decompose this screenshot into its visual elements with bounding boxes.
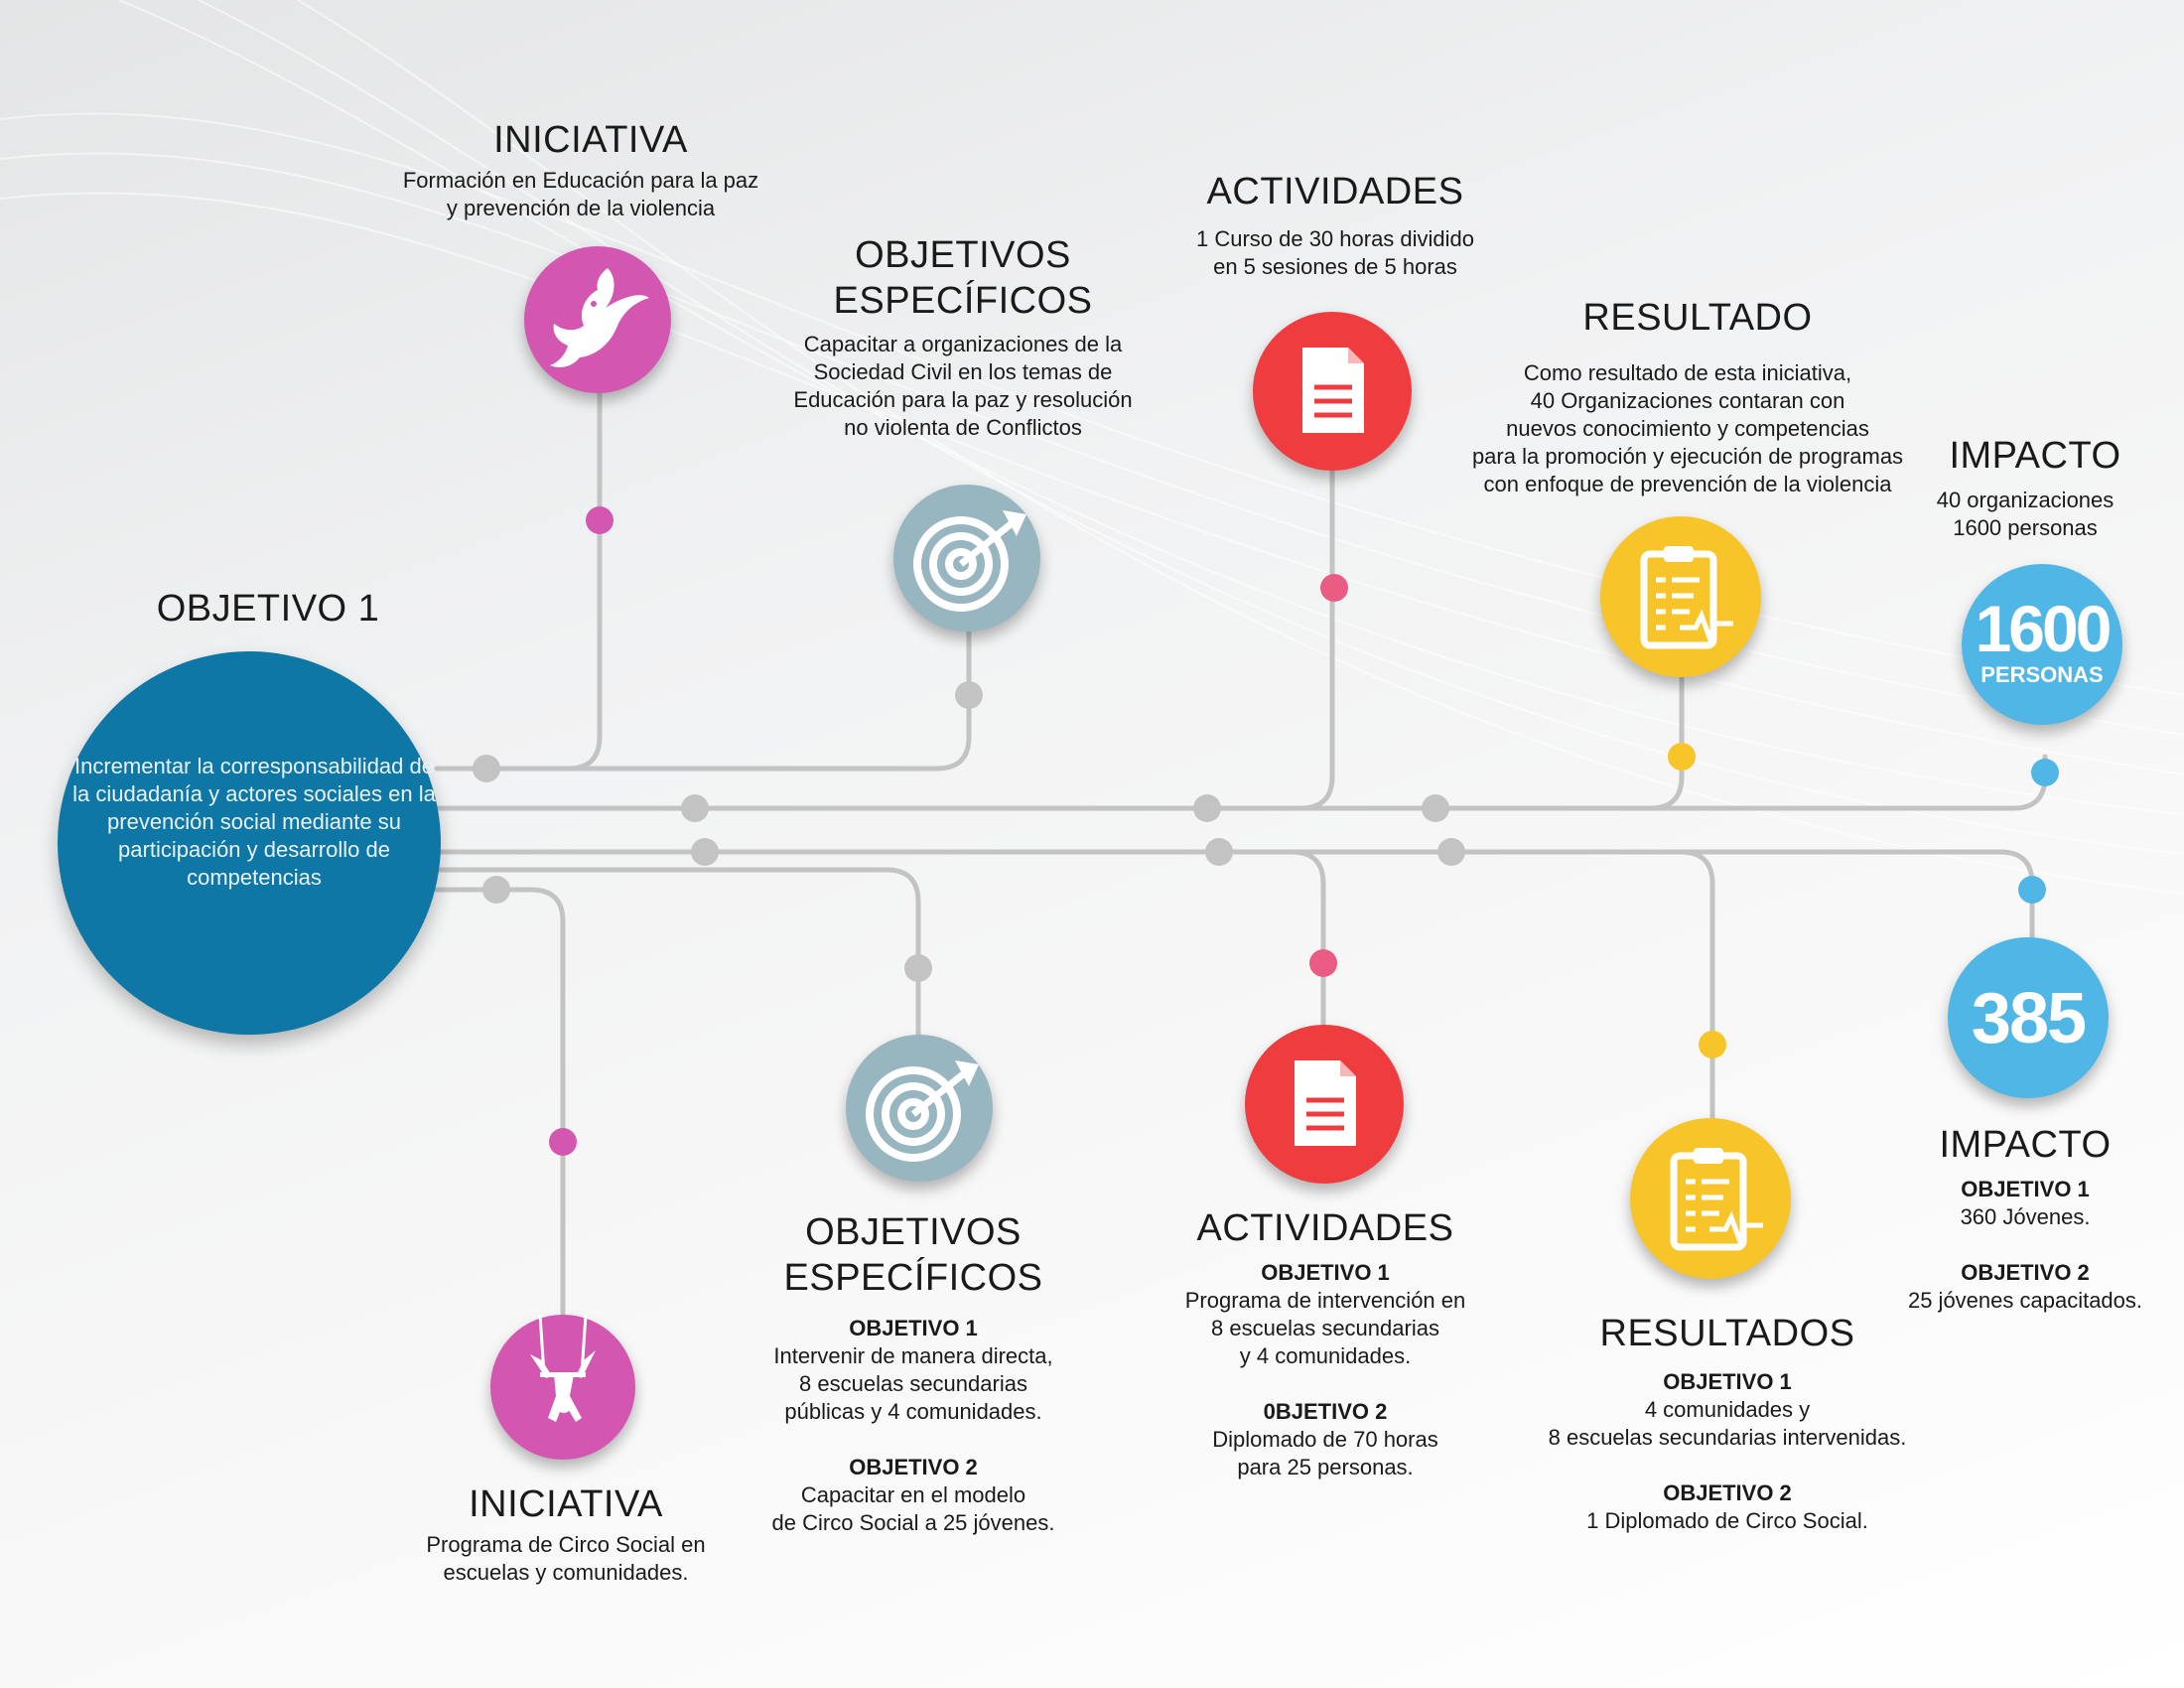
bottom-actividades-text: OBJETIVO 1 Programa de intervención en 8… xyxy=(1184,1260,1466,1479)
dove-icon xyxy=(524,246,671,393)
junction-dot xyxy=(955,681,983,709)
bottom-iniciativa-title: INICIATIVA xyxy=(469,1483,663,1525)
document-icon xyxy=(1253,312,1412,471)
branch-top-objetivos xyxy=(434,621,972,772)
junction-dot xyxy=(482,876,510,904)
top-resultado-title: RESULTADO xyxy=(1582,297,1813,339)
objetivo1-text: Incrementar la corresponsabilidad de la … xyxy=(72,754,436,890)
impact-385-number: 385 xyxy=(1971,979,2087,1058)
aerialist-icon xyxy=(490,1315,635,1460)
junction-dot xyxy=(681,794,709,822)
branch-bottom-resultados xyxy=(1448,849,1715,1125)
target-icon xyxy=(893,485,1040,632)
main-line-lower xyxy=(434,849,2035,944)
node-dot-yellow xyxy=(1699,1031,1726,1058)
impact-1600-number: 1600 xyxy=(1975,592,2113,665)
branch-bottom-iniciativa xyxy=(434,887,566,1320)
main-line-upper xyxy=(434,754,2048,811)
junction-dot xyxy=(691,838,719,866)
clipboard-icon xyxy=(1600,516,1761,677)
branch-top-actividades xyxy=(1204,468,1335,811)
top-actividades-title: ACTIVIDADES xyxy=(1206,171,1464,212)
bottom-impacto-text: OBJETIVO 1 360 Jóvenes. OBJETIVO 2 25 jó… xyxy=(1907,1177,2143,1313)
junction-dot xyxy=(904,954,932,982)
top-impacto-title: IMPACTO xyxy=(1949,435,2121,477)
objetivo1-title: OBJETIVO 1 xyxy=(156,588,380,630)
top-resultado-text: Como resultado de esta iniciativa, 40 Or… xyxy=(1471,360,1904,496)
impact-1600-badge: 1600 PERSONAS xyxy=(1962,564,2122,725)
junction-dot xyxy=(1205,838,1233,866)
bottom-impacto-title: IMPACTO xyxy=(1939,1124,2112,1166)
node-dot-pink xyxy=(1309,949,1337,977)
bottom-objetivos-text: OBJETIVO 1 Intervenir de manera directa,… xyxy=(771,1316,1055,1535)
node-dot-magenta xyxy=(549,1128,577,1156)
branch-top-iniciativa xyxy=(434,366,603,772)
junction-dot xyxy=(473,755,500,782)
bottom-resultados-title: RESULTADOS xyxy=(1599,1313,1855,1354)
junction-dot xyxy=(1193,794,1221,822)
impact-385-badge: 385 xyxy=(1948,937,2109,1098)
target-icon xyxy=(846,1035,993,1182)
junction-dot xyxy=(1437,838,1465,866)
impact-1600-label: PERSONAS xyxy=(1980,662,2104,687)
node-dot-sky xyxy=(2018,876,2046,904)
junction-dot xyxy=(1422,794,1449,822)
top-iniciativa-title: INICIATIVA xyxy=(493,119,688,161)
objetivo1-circle xyxy=(58,651,441,1035)
top-iniciativa-text: Formación en Educación para la paz y pre… xyxy=(402,168,759,220)
bottom-actividades-title: ACTIVIDADES xyxy=(1196,1207,1454,1249)
document-icon xyxy=(1245,1025,1404,1184)
bottom-iniciativa-text: Programa de Circo Social en escuelas y c… xyxy=(426,1532,706,1585)
top-actividades-text: 1 Curso de 30 horas dividido en 5 sesion… xyxy=(1195,226,1475,279)
node-dot-magenta xyxy=(586,506,614,534)
node-dot-sky xyxy=(2031,759,2059,786)
branch-bottom-actividades xyxy=(1216,849,1326,1032)
top-objetivos-text: Capacitar a organizaciones de la Socieda… xyxy=(793,332,1133,440)
top-impacto-text: 40 organizaciones 1600 personas xyxy=(1936,488,2115,540)
branch-bottom-objetivos xyxy=(434,867,921,1040)
clipboard-icon xyxy=(1630,1118,1791,1279)
bottom-resultados-text: OBJETIVO 1 4 comunidades y 8 escuelas se… xyxy=(1548,1369,1907,1533)
node-dot-yellow xyxy=(1668,743,1696,771)
node-dot-pink xyxy=(1320,574,1348,602)
branch-top-resultado xyxy=(1433,674,1685,811)
